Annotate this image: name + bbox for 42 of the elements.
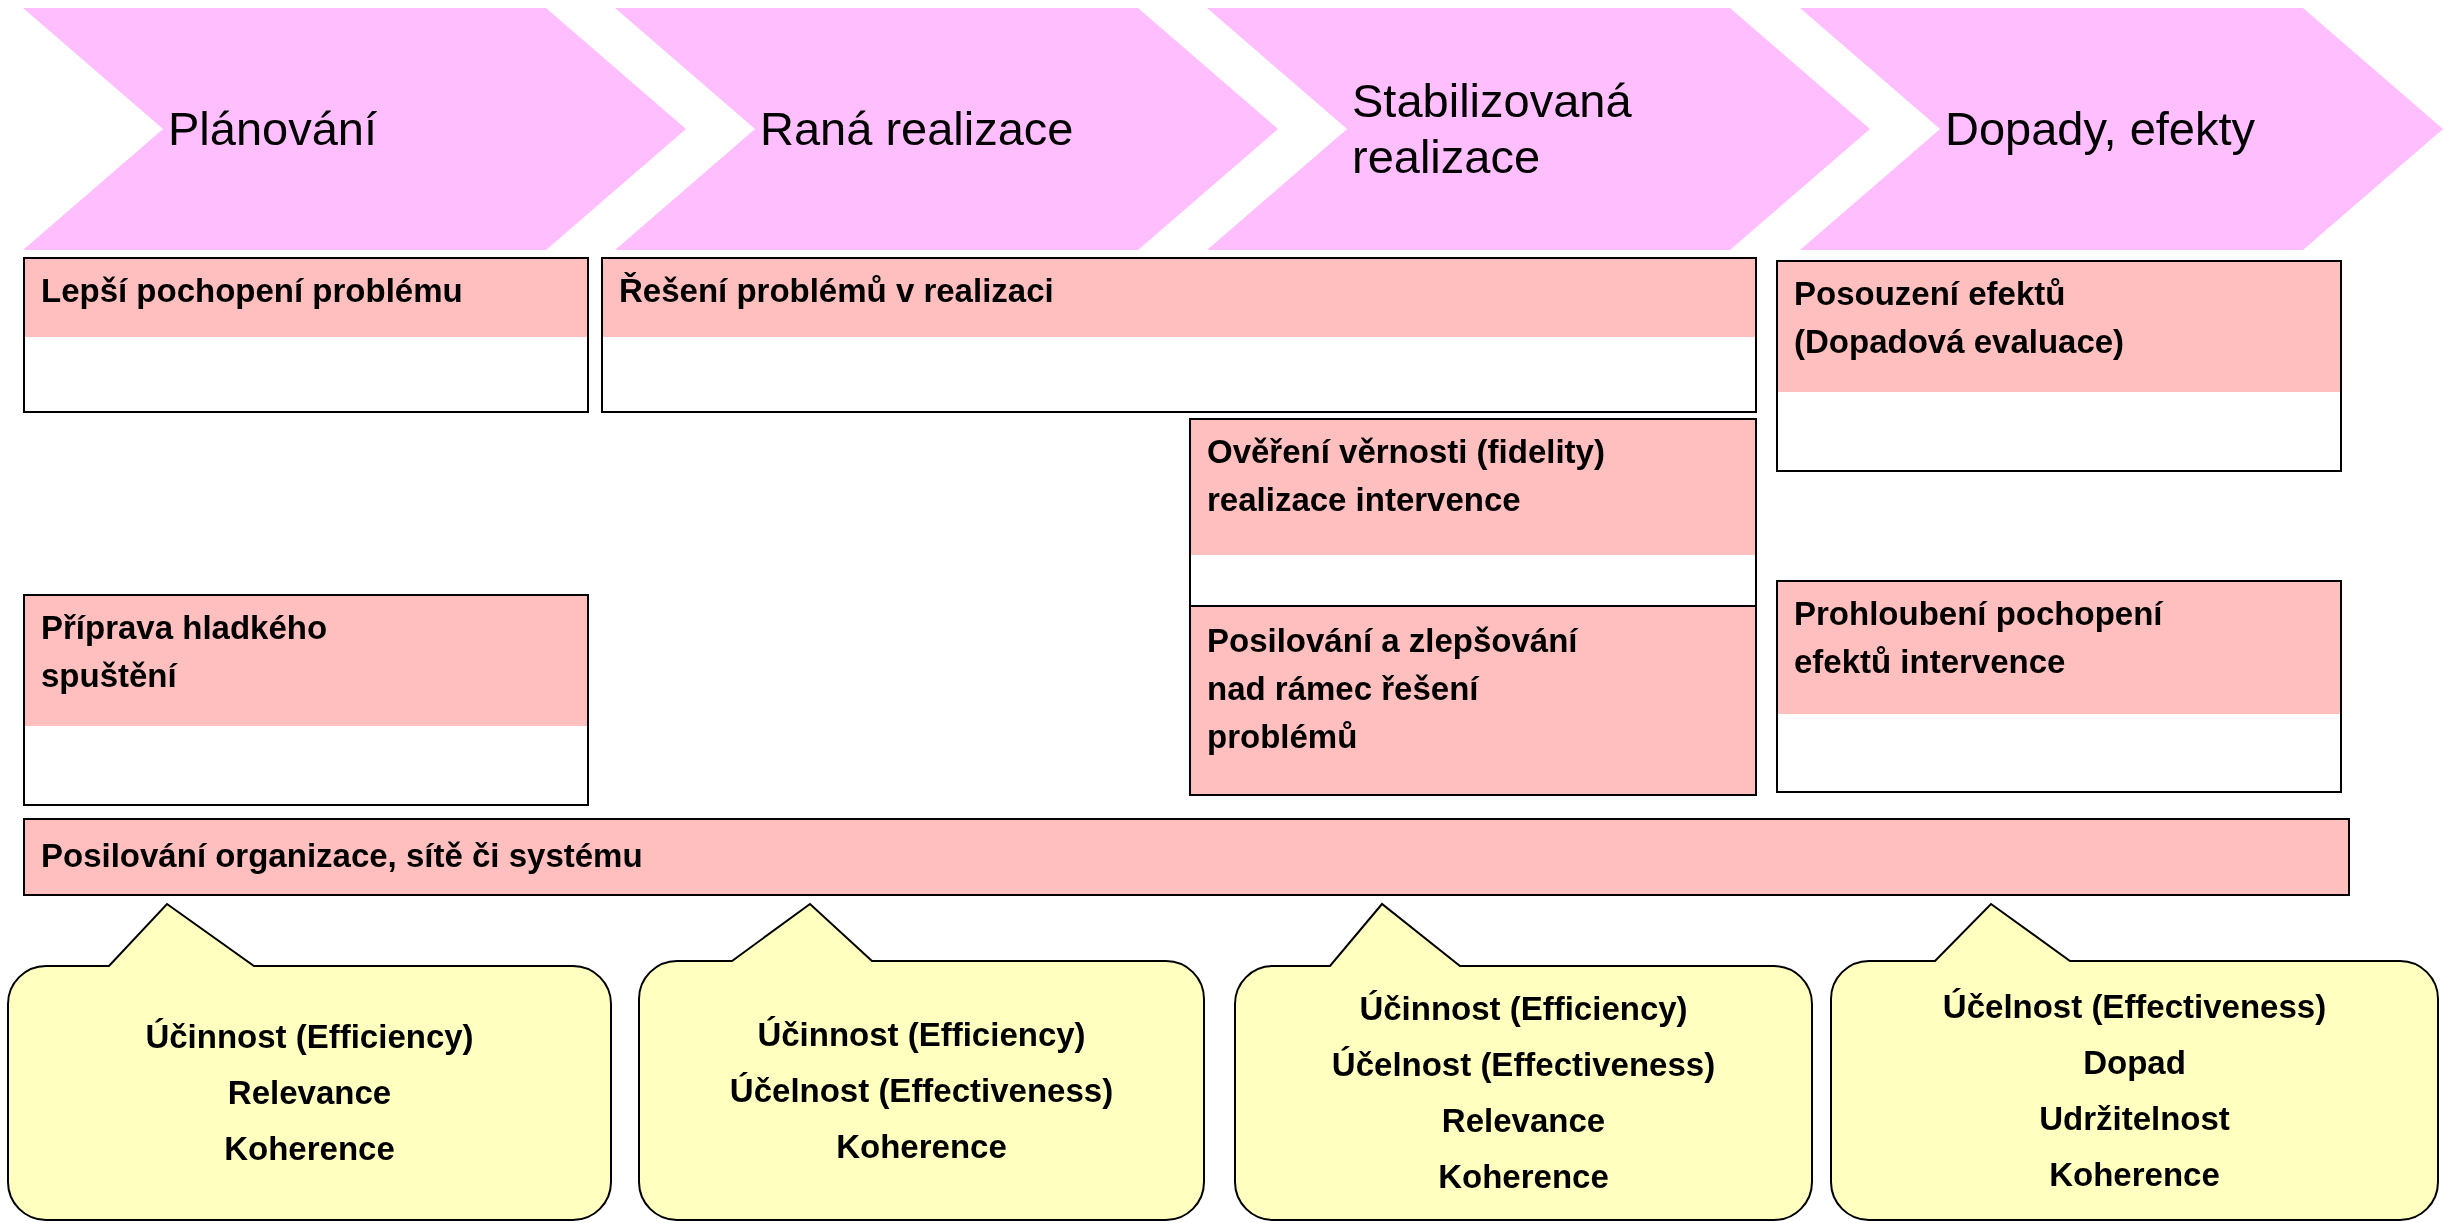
task-heading: Posilování organizace, sítě či systému [40,836,644,876]
phase-tab [615,8,1278,250]
criterion-label: Účinnost (Efficiency) [757,1014,1086,1055]
criteria-callout [1831,904,2438,1220]
task-box [1776,260,2342,472]
task-heading: Posilování a zlepšování nad rámec řešení problémů [1206,621,1580,757]
phase-tab [23,8,686,250]
criterion-label: Účinnost (Efficiency) [1359,989,1688,1029]
criterion-label: Koherence [836,1126,1007,1167]
phase-tab [1207,8,1870,250]
criterion-label: Udržitelnost [2039,1098,2230,1139]
stage-label: Stabilizovaná realizace [1352,72,1633,185]
task-box [23,818,2350,896]
criterion-label: Koherence [224,1129,395,1169]
task-heading: Prohloubení pochopení efektů intervence [1778,582,2340,714]
stage-label: Raná realizace [760,100,1075,157]
criterion-label: Koherence [1438,1157,1609,1197]
criteria-callout [8,904,611,1220]
phase-tab [1800,8,2443,250]
criterion-label: Účelnost (Effectiveness) [1942,986,2327,1027]
criteria-callout [639,904,1204,1220]
task-heading: Řešení problémů v realizaci [603,259,1755,337]
task-box [601,257,1757,413]
task-heading: Lepší pochopení problému [25,259,587,337]
criterion-label: Účelnost (Effectiveness) [1331,1045,1716,1085]
criterion-label: Dopad [2083,1042,2186,1083]
criterion-label: Relevance [1441,1101,1606,1141]
stage-label: Dopady, efekty [1945,100,2257,157]
stage-label: Plánování [168,100,379,157]
task-box [1776,580,2342,793]
criterion-label: Účinnost (Efficiency) [145,1017,474,1057]
task-heading: Příprava hladkého spuštění [25,596,587,726]
task-box [1189,418,1757,607]
task-heading: Ověření věrnosti (fidelity) realizace intervence [1191,420,1755,555]
task-box [1189,605,1757,796]
task-box [23,594,589,806]
task-box [23,257,589,413]
criterion-label: Relevance [227,1073,392,1113]
task-heading: Posouzení efektů (Dopadová evaluace) [1778,262,2340,392]
criterion-label: Koherence [2049,1154,2220,1195]
criteria-callout [1235,904,1812,1220]
criterion-label: Účelnost (Effectiveness) [729,1070,1114,1111]
